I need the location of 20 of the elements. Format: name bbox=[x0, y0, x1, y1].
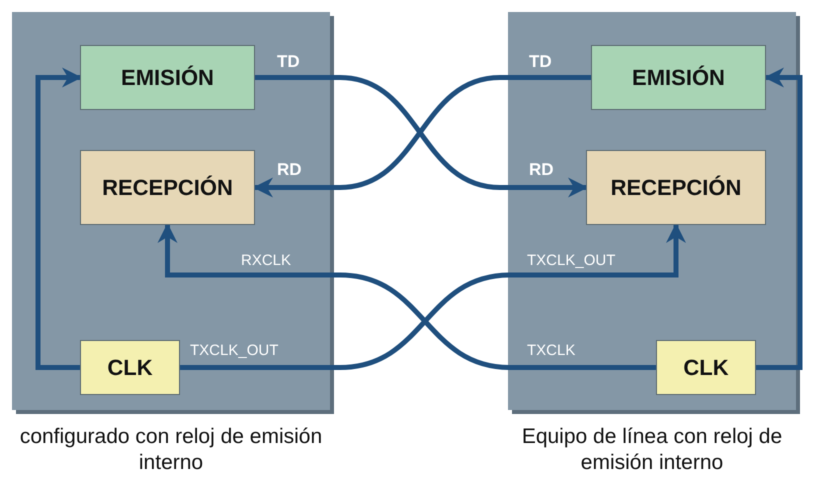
function-box: EMISIÓN bbox=[80, 45, 255, 110]
connector-arrow bbox=[36, 68, 82, 370]
signal-label: RD bbox=[529, 160, 554, 180]
signal-label: TXCLK_OUT bbox=[190, 342, 278, 359]
panel-caption: Equipo de línea con reloj de emisión interno bbox=[520, 424, 784, 476]
function-box: CLK bbox=[80, 340, 180, 395]
connector-arrow bbox=[756, 68, 802, 370]
signal-label: TXCLK bbox=[527, 342, 576, 359]
device-panel bbox=[12, 12, 330, 410]
function-box: CLK bbox=[656, 340, 756, 395]
signal-label: TD bbox=[277, 52, 300, 72]
signal-label: RD bbox=[277, 160, 302, 180]
function-box: RECEPCIÓN bbox=[586, 150, 766, 225]
function-box: RECEPCIÓN bbox=[80, 150, 255, 225]
device-panel bbox=[508, 12, 796, 410]
panel-caption: configurado con reloj de emisión interno bbox=[18, 424, 324, 476]
signal-label: TD bbox=[529, 52, 552, 72]
signal-label: TXCLK_OUT bbox=[527, 252, 616, 269]
function-box: EMISIÓN bbox=[591, 45, 766, 110]
signal-label: RXCLK bbox=[241, 252, 292, 269]
